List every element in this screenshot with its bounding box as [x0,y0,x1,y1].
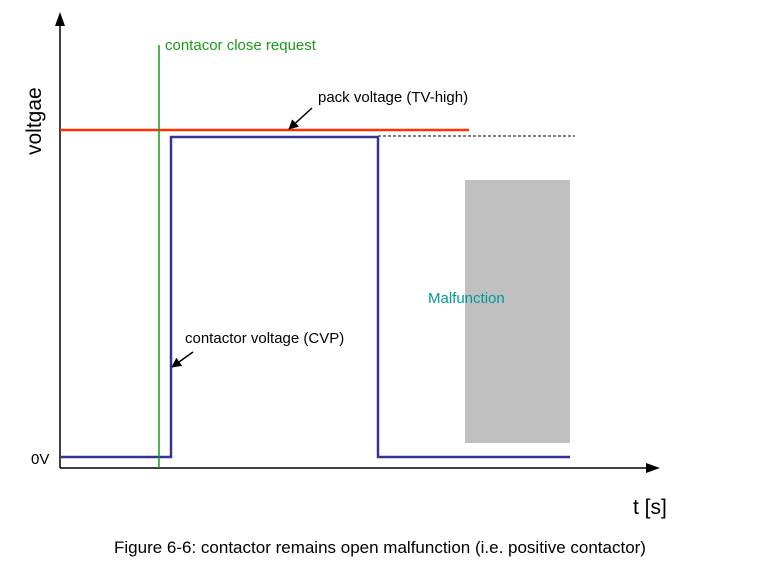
y-axis-arrowhead [55,12,65,26]
x-axis-arrowhead [646,463,660,473]
contactor-voltage-line [60,135,570,459]
y-axis-label: voltgae [23,87,46,155]
figure-caption: Figure 6-6: contactor remains open malfu… [114,538,646,557]
pack-voltage-label: pack voltage (TV-high) [318,89,468,106]
malfunction-label: Malfunction [428,290,505,307]
contactor-voltage-label: contactor voltage (CVP) [185,330,344,347]
malfunction-region [465,180,570,443]
x-axis-label: t [s] [633,496,667,519]
close-request-label: contacor close request [165,37,317,54]
pack-voltage-pointer [288,107,313,130]
contactor-voltage-pointer [171,351,194,368]
zero-volt-label: 0V [31,451,49,468]
